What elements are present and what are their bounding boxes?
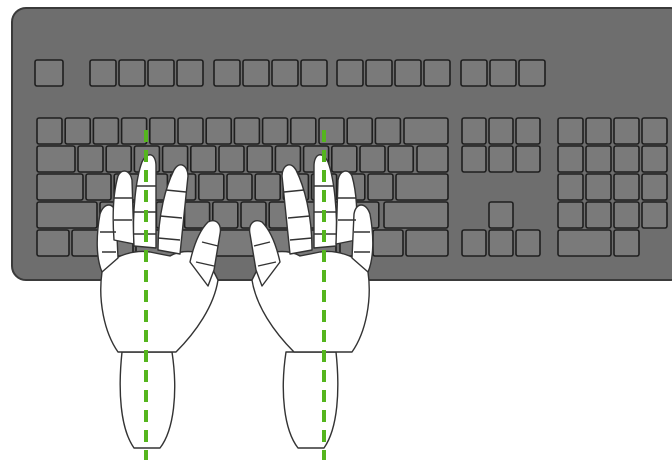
numpad-key bbox=[558, 174, 583, 200]
function-key bbox=[243, 60, 269, 86]
function-key bbox=[119, 60, 145, 86]
navigation-key bbox=[462, 118, 486, 144]
navigation-key bbox=[516, 118, 540, 144]
arrow-up-key bbox=[489, 202, 513, 228]
keyboard-key bbox=[37, 118, 62, 144]
numpad-key bbox=[558, 146, 583, 172]
numpad-key bbox=[642, 146, 667, 172]
function-key bbox=[461, 60, 487, 86]
function-key bbox=[395, 60, 421, 86]
keyboard-key bbox=[291, 118, 316, 144]
numpad-key bbox=[586, 202, 611, 228]
keyboard-key bbox=[72, 230, 100, 256]
keyboard-key bbox=[347, 118, 372, 144]
arrow-left-key bbox=[462, 230, 486, 256]
keyboard-key bbox=[227, 174, 252, 200]
keyboard-key bbox=[255, 174, 280, 200]
numpad-key bbox=[614, 146, 639, 172]
right-forearm bbox=[283, 352, 338, 448]
function-key bbox=[490, 60, 516, 86]
tab-key bbox=[37, 146, 75, 172]
keyboard-key bbox=[93, 118, 118, 144]
keyboard-key bbox=[332, 146, 357, 172]
keyboard-key bbox=[219, 146, 244, 172]
keyboard-key bbox=[191, 146, 216, 172]
numpad-key bbox=[586, 174, 611, 200]
right-shift-key bbox=[384, 202, 448, 228]
numpad-key bbox=[614, 174, 639, 200]
keyboard-key bbox=[65, 118, 90, 144]
function-key bbox=[148, 60, 174, 86]
keyboard-key bbox=[78, 146, 103, 172]
arrow-right-key bbox=[516, 230, 540, 256]
function-key bbox=[90, 60, 116, 86]
escape-key bbox=[35, 60, 63, 86]
function-key bbox=[424, 60, 450, 86]
keyboard-key bbox=[234, 118, 259, 144]
keyboard-key bbox=[199, 174, 224, 200]
numpad-key bbox=[614, 118, 639, 144]
keyboard-key bbox=[150, 118, 175, 144]
function-key bbox=[214, 60, 240, 86]
numpad-key bbox=[586, 118, 611, 144]
numpad-key bbox=[642, 118, 667, 144]
function-key bbox=[337, 60, 363, 86]
function-key bbox=[177, 60, 203, 86]
numpad-key bbox=[586, 146, 611, 172]
numpad-key bbox=[642, 202, 667, 228]
keyboard-key bbox=[373, 230, 403, 256]
navigation-key bbox=[489, 118, 513, 144]
enter-key bbox=[396, 174, 448, 200]
function-key bbox=[366, 60, 392, 86]
keyboard-key bbox=[360, 146, 385, 172]
function-key bbox=[519, 60, 545, 86]
navigation-key bbox=[516, 146, 540, 172]
keyboard-key bbox=[263, 118, 288, 144]
navigation-key bbox=[462, 146, 486, 172]
keyboard-key bbox=[206, 118, 231, 144]
numpad-zero-key bbox=[558, 230, 611, 256]
keyboard-key bbox=[106, 146, 131, 172]
caps-lock-key bbox=[37, 174, 83, 200]
arrow-down-key bbox=[489, 230, 513, 256]
numpad-key bbox=[614, 202, 639, 228]
left-shift-key bbox=[37, 202, 97, 228]
navigation-key bbox=[489, 146, 513, 172]
keyboard-key bbox=[375, 118, 400, 144]
keyboard-key bbox=[37, 230, 69, 256]
keyboard-key bbox=[368, 174, 393, 200]
function-key bbox=[272, 60, 298, 86]
numpad-key bbox=[558, 118, 583, 144]
numpad-key bbox=[642, 174, 667, 200]
numpad-key bbox=[558, 202, 583, 228]
backspace-key bbox=[404, 118, 448, 144]
keyboard-key bbox=[86, 174, 111, 200]
function-key bbox=[301, 60, 327, 86]
keyboard-key bbox=[388, 146, 413, 172]
keyboard-key bbox=[247, 146, 272, 172]
keyboard-key bbox=[178, 118, 203, 144]
keyboard-key bbox=[417, 146, 448, 172]
keyboard-key bbox=[122, 118, 147, 144]
numpad-key bbox=[614, 230, 639, 256]
keyboard-key bbox=[406, 230, 448, 256]
